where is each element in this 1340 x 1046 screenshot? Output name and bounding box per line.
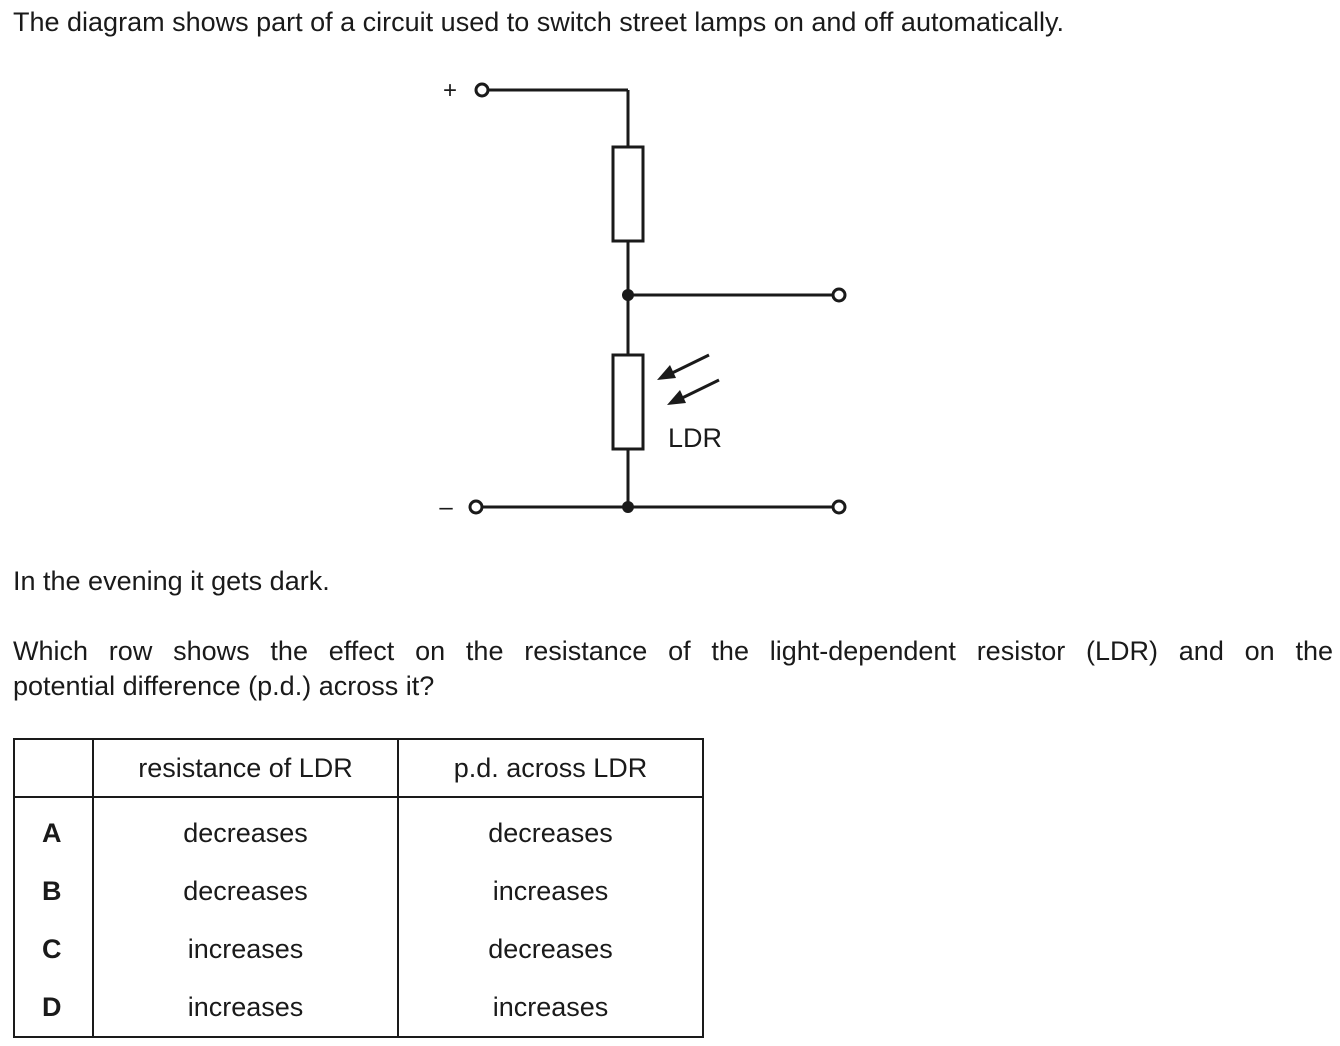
row-letter: A — [14, 797, 94, 862]
row-resistance: increases — [93, 920, 399, 978]
row-letter: D — [14, 978, 94, 1037]
terminal-plus — [474, 82, 490, 98]
row-letter: C — [14, 920, 94, 978]
row-pd: decreases — [488, 933, 613, 964]
header-pd: p.d. across LDR — [398, 739, 703, 798]
light-arrow-1-shaft — [667, 353, 710, 377]
answer-table: resistance of LDR p.d. across LDR A decr… — [13, 738, 704, 1038]
evening-text: In the evening it gets dark. — [13, 566, 330, 596]
fixed-resistor — [611, 145, 645, 243]
circuit-diagram: + – LDR — [439, 77, 847, 521]
junction-dot-bottom — [622, 501, 634, 513]
plus-label: + — [443, 77, 457, 104]
row-pd: decreases — [488, 817, 613, 848]
junction-dot-top — [622, 289, 634, 301]
table-header-row: resistance of LDR p.d. across LDR — [14, 739, 703, 798]
terminal-minus — [468, 499, 484, 515]
table-row: A decreases decreases — [14, 797, 703, 862]
header-blank — [14, 739, 94, 798]
row-letter: B — [14, 862, 94, 920]
row-pd: increases — [492, 875, 609, 906]
table-row: D increases increases — [14, 978, 703, 1037]
ldr-label: LDR — [668, 423, 722, 453]
row-resistance: increases — [93, 978, 399, 1037]
light-arrow-2-shaft — [677, 378, 720, 402]
header-resistance: resistance of LDR — [93, 739, 399, 798]
row-resistance: decreases — [93, 862, 399, 920]
table-row: C increases decreases — [14, 920, 703, 978]
terminal-output-top — [831, 287, 847, 303]
question-line-1: Which row shows the effect on the resist… — [13, 636, 1333, 666]
intro-text: The diagram shows part of a circuit used… — [13, 7, 1064, 37]
row-resistance: decreases — [93, 797, 399, 862]
row-pd: increases — [492, 991, 609, 1022]
light-arrow-1-head — [657, 365, 676, 380]
light-arrow-2-head — [667, 390, 686, 405]
table-row: B decreases increases — [14, 862, 703, 920]
question-line-2: potential difference (p.d.) across it? — [13, 671, 435, 701]
minus-label: – — [439, 494, 453, 521]
terminal-output-bottom — [831, 499, 847, 515]
ldr-resistor — [611, 353, 645, 451]
